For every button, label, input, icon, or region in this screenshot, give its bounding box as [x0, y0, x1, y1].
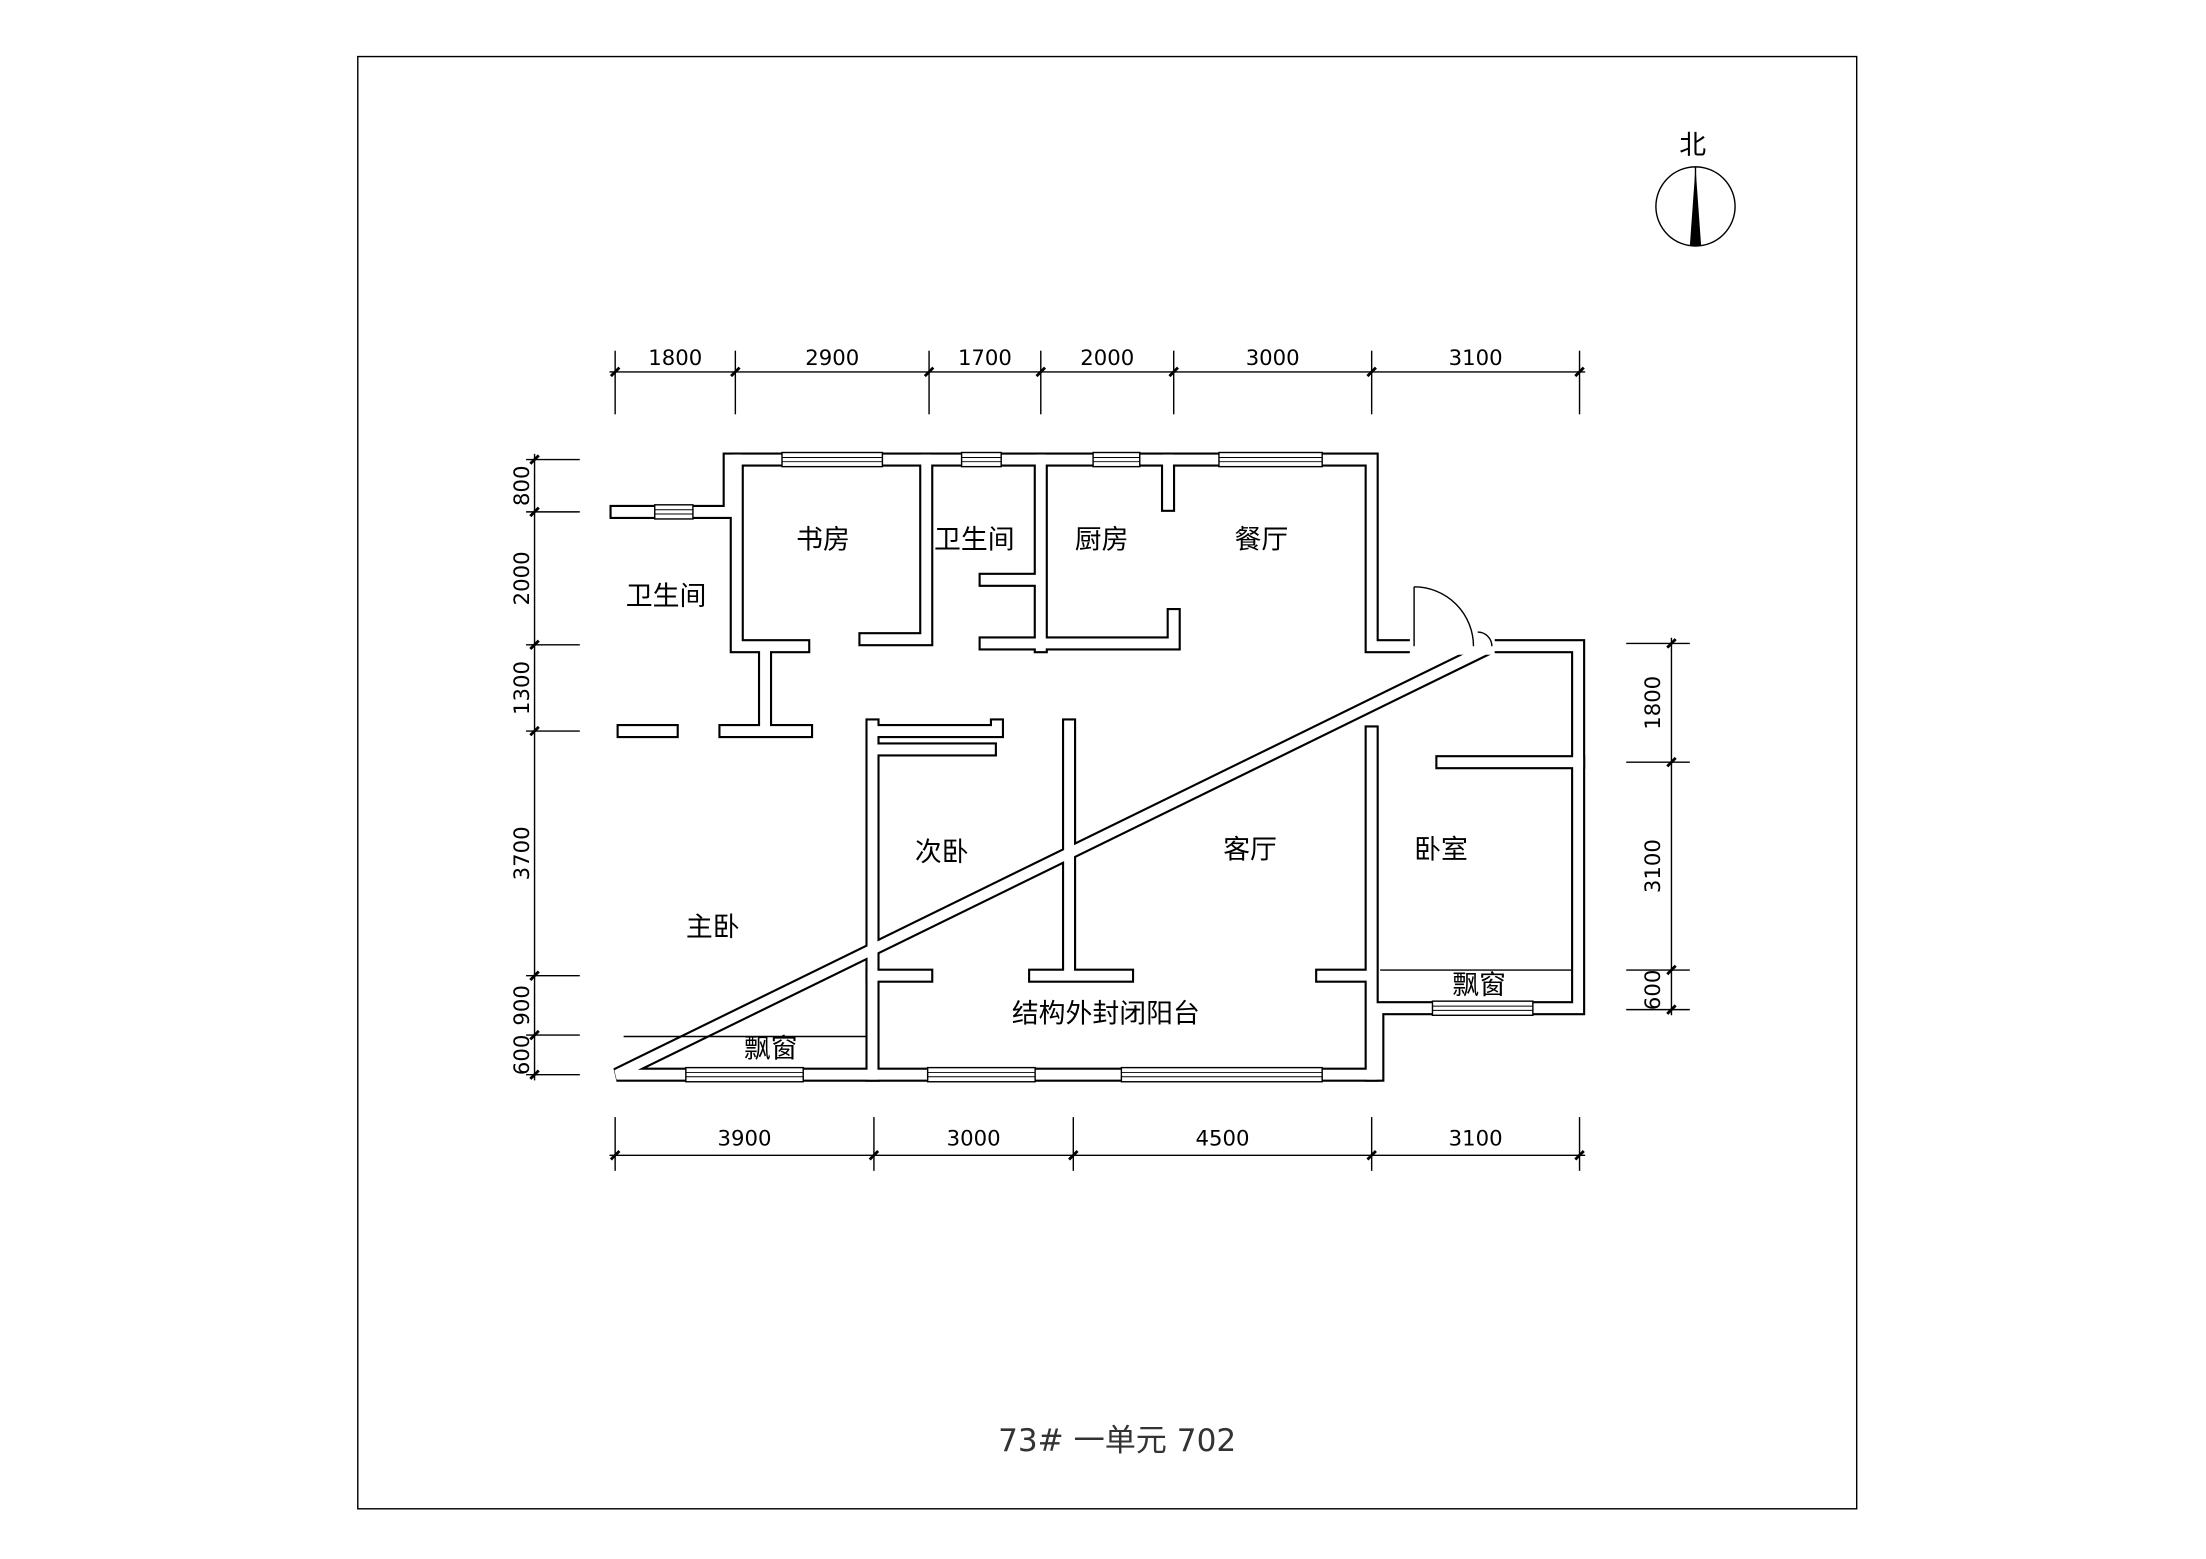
- dimension-label: 600: [510, 1035, 535, 1075]
- window: [960, 451, 1002, 468]
- room-label-balcony: 结构外封闭阳台: [1012, 998, 1200, 1029]
- dimension-label: 2900: [805, 346, 859, 371]
- dimension-label: 3000: [1246, 346, 1300, 371]
- dimension-label: 600: [1641, 970, 1666, 1010]
- room-label-bath-mid: 卫生间: [934, 525, 1015, 556]
- dimension-label: 900: [510, 985, 535, 1025]
- window: [654, 504, 694, 520]
- room-label-kitchen: 厨房: [1075, 525, 1129, 556]
- dimension-left: 800 2000 1300 3700 900 600: [510, 453, 580, 1081]
- window: [926, 1066, 1036, 1083]
- dimension-label: 1300: [510, 661, 535, 715]
- window: [1431, 1000, 1534, 1017]
- dimension-top: 1800 2900 1700 2000 3000 3100: [609, 346, 1586, 415]
- window: [1120, 1066, 1323, 1083]
- room-label-dining: 餐厅: [1235, 525, 1289, 556]
- window: [685, 1066, 804, 1083]
- room-label-living: 客厅: [1223, 834, 1277, 865]
- room-label-second-bedroom: 次卧: [915, 837, 969, 868]
- dimension-right: 1800 3100 600: [1626, 637, 1690, 1016]
- dimension-label: 3100: [1449, 346, 1503, 371]
- dimension-label: 4500: [1196, 1126, 1250, 1151]
- room-label-bedroom: 卧室: [1414, 834, 1468, 865]
- north-arrow-icon: [1655, 166, 1736, 247]
- dimension-label: 2000: [510, 551, 535, 605]
- dimension-bottom: 3900 3000 4500 3100: [609, 1117, 1586, 1171]
- entry-door: [1409, 586, 1495, 655]
- dimension-label: 3000: [947, 1126, 1001, 1151]
- room-label-master: 主卧: [686, 912, 740, 943]
- dimension-label: 3900: [718, 1126, 772, 1151]
- dimension-label: 1800: [648, 346, 702, 371]
- dimension-label: 3100: [1449, 1126, 1503, 1151]
- dimensions: 1800 2900 1700 2000 3000 3100 3900 3000 4500 3100…: [510, 346, 1690, 1171]
- room-label-bay-bedroom: 飘窗: [1452, 970, 1506, 1001]
- window: [1218, 451, 1323, 468]
- dimension-label: 1800: [1641, 676, 1666, 730]
- dimension-label: 800: [510, 465, 535, 505]
- plan-title: 73# 一单元 702: [998, 1423, 1236, 1459]
- windows: [654, 451, 1534, 1083]
- room-label-study: 书房: [796, 525, 850, 556]
- dimension-label: 1700: [958, 346, 1012, 371]
- dimension-label: 2000: [1080, 346, 1134, 371]
- dimension-label: 3700: [510, 826, 535, 880]
- window: [781, 451, 884, 468]
- room-label-bath-left: 卫生间: [626, 581, 707, 612]
- window: [1092, 451, 1141, 468]
- north-label: 北: [1679, 130, 1706, 161]
- room-label-bay-master: 飘窗: [744, 1034, 798, 1065]
- drawing-frame: [357, 55, 1858, 1510]
- dimension-label: 3100: [1641, 839, 1666, 893]
